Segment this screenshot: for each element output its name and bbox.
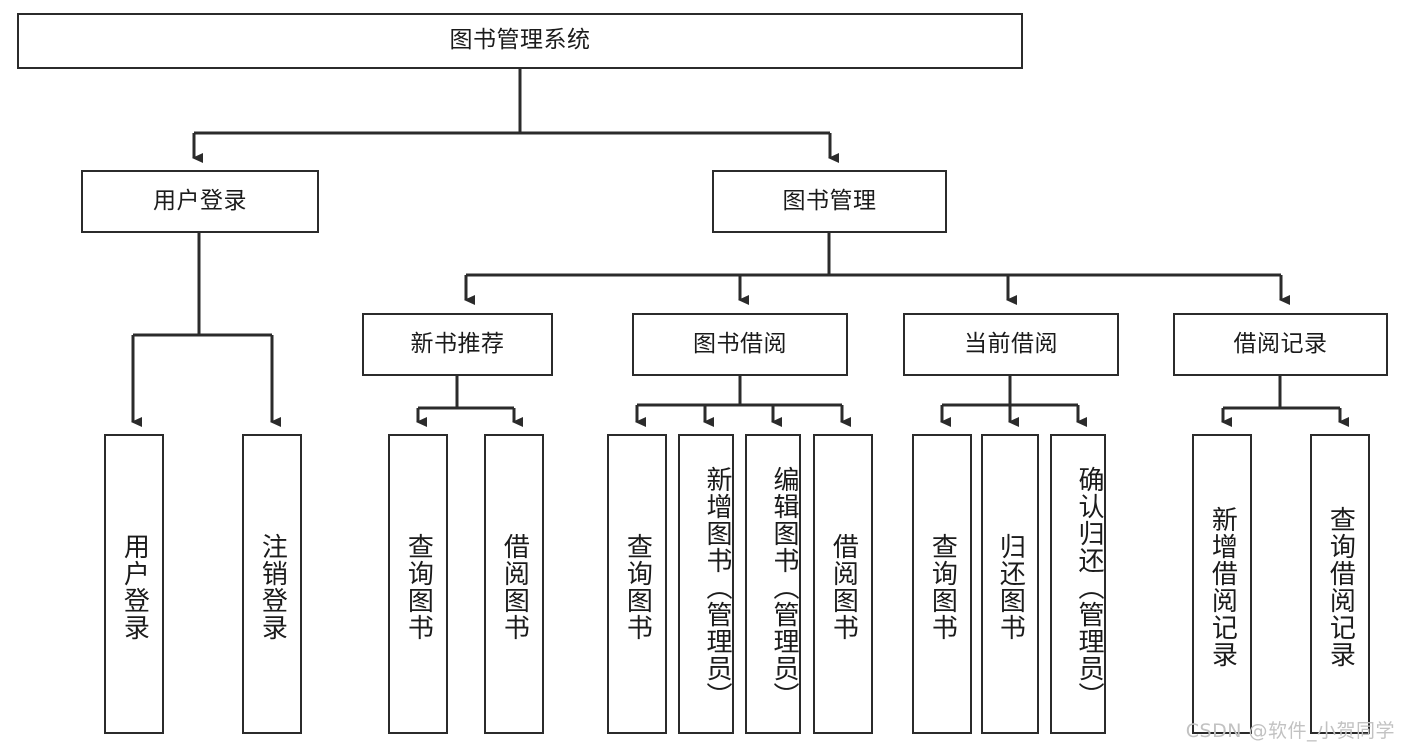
node-label: 当前借阅 xyxy=(964,330,1058,357)
node-current-borrow[interactable]: 当前借阅 xyxy=(903,313,1119,376)
node-label: 新增图书（管理员） xyxy=(702,465,732,709)
node-label: 用户登录 xyxy=(119,533,150,641)
leaf-new-book-borrow[interactable]: 借阅图书 xyxy=(484,434,544,734)
node-label: 确认归还（管理员） xyxy=(1074,465,1104,709)
node-root-system[interactable]: 图书管理系统 xyxy=(17,13,1023,69)
node-label: 编辑图书（管理员） xyxy=(769,465,799,709)
watermark-text: CSDN @软件_小贺同学 xyxy=(1185,720,1395,742)
node-label: 查询借阅记录 xyxy=(1325,506,1356,668)
leaf-current-return-book[interactable]: 归还图书 xyxy=(981,434,1039,734)
leaf-new-book-query[interactable]: 查询图书 xyxy=(388,434,448,734)
node-label: 查询图书 xyxy=(927,533,958,641)
node-label: 归还图书 xyxy=(995,533,1026,641)
node-label: 借阅图书 xyxy=(828,533,859,641)
leaf-user-login-login[interactable]: 用户登录 xyxy=(104,434,164,734)
leaf-record-add-record[interactable]: 新增借阅记录 xyxy=(1192,434,1252,734)
node-label: 图书管理系统 xyxy=(449,27,591,54)
node-label: 借阅记录 xyxy=(1233,330,1328,357)
leaf-borrow-add-book-admin[interactable]: 新增图书（管理员） xyxy=(678,434,734,734)
node-book-borrow[interactable]: 图书借阅 xyxy=(632,313,848,376)
node-label: 注销登录 xyxy=(257,533,288,641)
leaf-user-login-logout[interactable]: 注销登录 xyxy=(242,434,302,734)
leaf-record-query-record[interactable]: 查询借阅记录 xyxy=(1310,434,1370,734)
node-label: 查询图书 xyxy=(622,533,653,641)
node-label: 新书推荐 xyxy=(410,330,505,357)
node-label: 查询图书 xyxy=(403,533,434,641)
node-label: 图书借阅 xyxy=(693,330,787,357)
node-label: 用户登录 xyxy=(153,187,247,214)
node-user-login[interactable]: 用户登录 xyxy=(81,170,319,233)
node-book-management[interactable]: 图书管理 xyxy=(712,170,947,233)
leaf-borrow-query-book[interactable]: 查询图书 xyxy=(607,434,667,734)
leaf-current-confirm-return-admin[interactable]: 确认归还（管理员） xyxy=(1050,434,1106,734)
leaf-borrow-borrow-book[interactable]: 借阅图书 xyxy=(813,434,873,734)
leaf-current-query-book[interactable]: 查询图书 xyxy=(912,434,972,734)
node-label: 新增借阅记录 xyxy=(1207,506,1238,668)
node-borrow-record[interactable]: 借阅记录 xyxy=(1173,313,1388,376)
node-new-book-recommend[interactable]: 新书推荐 xyxy=(362,313,553,376)
node-label: 借阅图书 xyxy=(499,533,530,641)
node-label: 图书管理 xyxy=(782,187,877,214)
leaf-borrow-edit-book-admin[interactable]: 编辑图书（管理员） xyxy=(745,434,801,734)
